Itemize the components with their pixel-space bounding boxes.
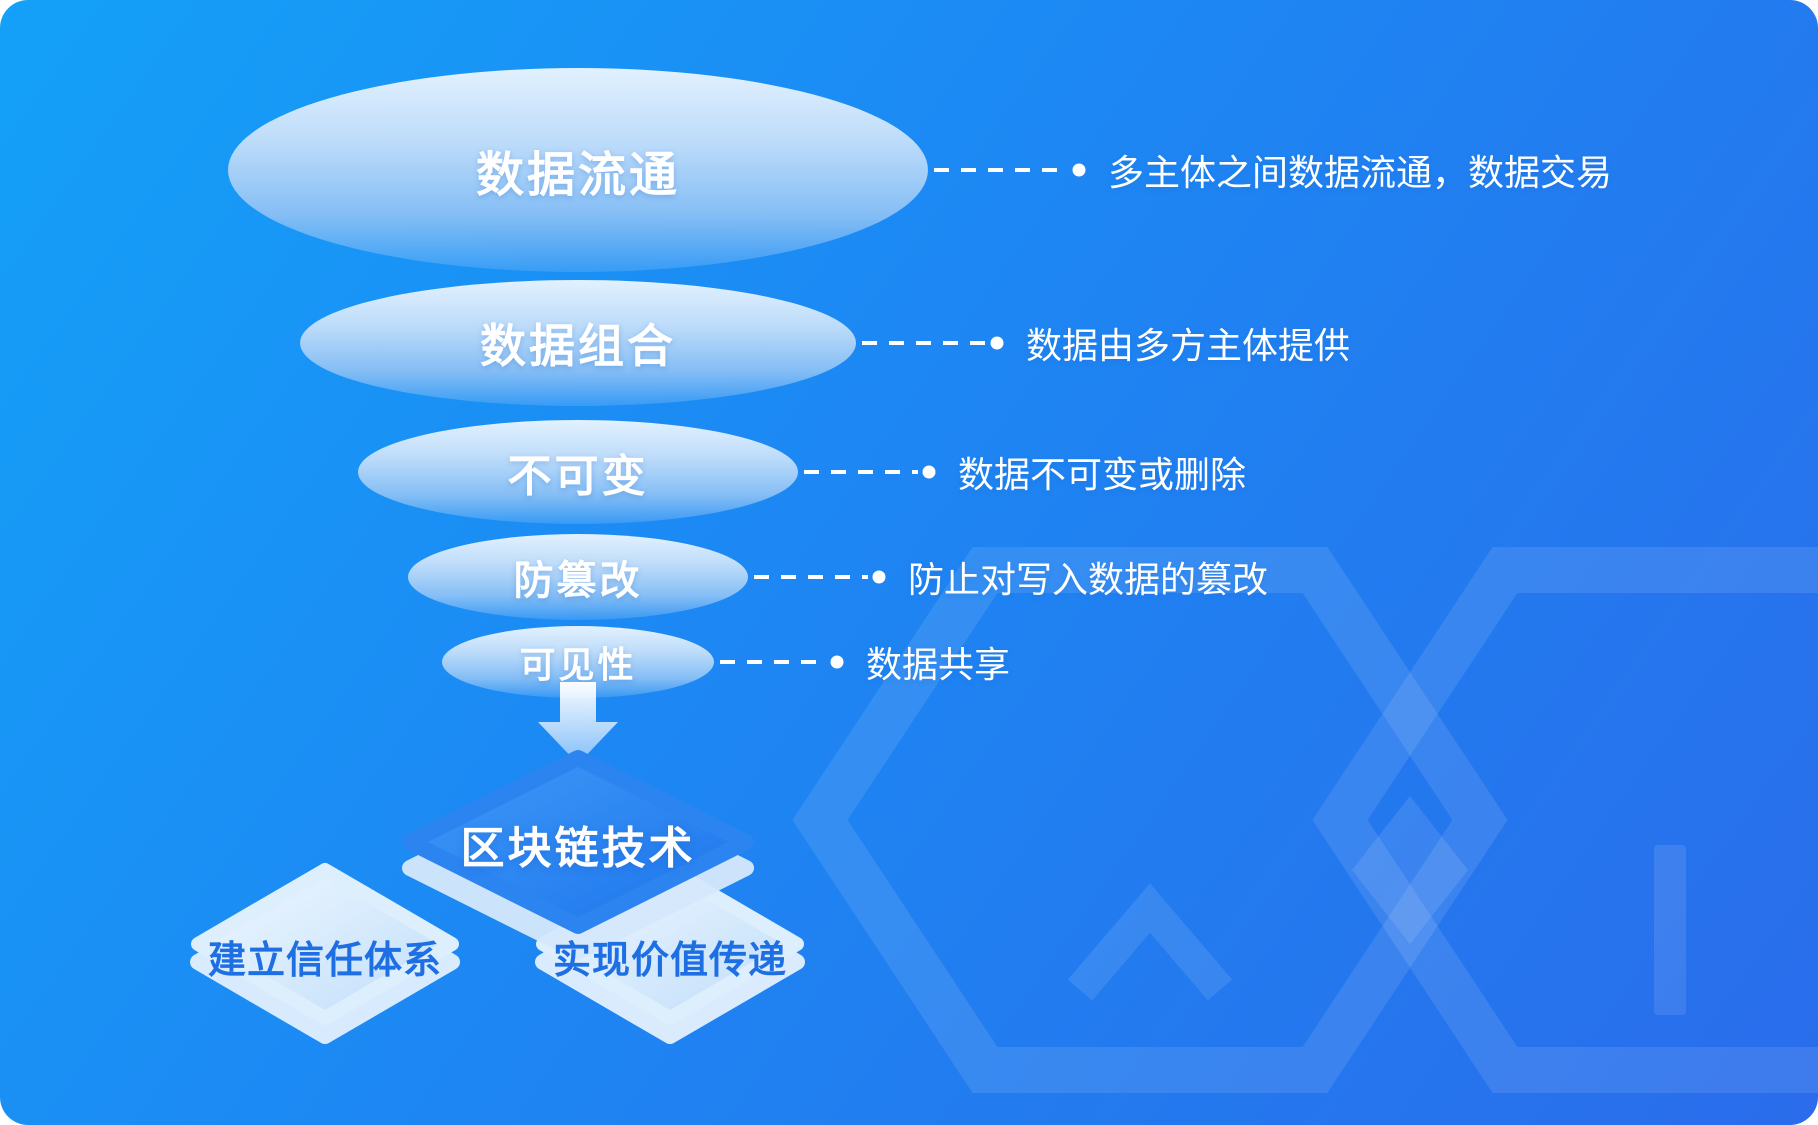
down-arrow-icon: [538, 682, 618, 764]
dashed-connector-icon: [754, 570, 886, 584]
funnel-tier-data-circulation: 数据流通: [228, 68, 928, 272]
funnel-tier-tamper-proof: 防篡改: [408, 534, 748, 620]
annotation-row-visibility: 数据共享: [720, 635, 1010, 689]
outcome-diamond-trust: [190, 863, 460, 1044]
funnel-tier-immutable: 不可变: [358, 420, 798, 524]
annotation-row-data-circulation: 多主体之间数据流通，数据交易: [934, 143, 1612, 197]
dashed-connector-icon: [720, 655, 844, 669]
funnel-tier-label: 数据流通: [475, 149, 680, 202]
core-diamond-blockchain: [402, 750, 754, 960]
outcome-label-trust: 建立信任体系: [207, 940, 442, 982]
bar-glyph-decor: [1654, 845, 1686, 1015]
funnel-tier-label: 可见性: [519, 644, 637, 685]
annotation-text: 数据由多方主体提供: [1026, 325, 1351, 366]
funnel-tier-label: 数据组合: [480, 320, 676, 372]
annotation-text: 防止对写入数据的篡改: [908, 559, 1269, 600]
outcome-label-value: 实现价值传递: [552, 940, 787, 982]
annotation-row-immutable: 数据不可变或删除: [804, 445, 1246, 499]
annotation-text: 数据不可变或删除: [958, 454, 1247, 495]
annotation-row-data-combination: 数据由多方主体提供: [862, 316, 1350, 370]
dashed-connector-icon: [862, 336, 1004, 350]
core-diamond-label: 区块链技术: [460, 824, 696, 873]
funnel-tier-label: 不可变: [507, 452, 649, 501]
hexagon-outline-right: [1312, 547, 1818, 1093]
annotation-text: 多主体之间数据流通，数据交易: [1108, 152, 1613, 193]
annotation-row-tamper-proof: 防止对写入数据的篡改: [754, 550, 1268, 604]
diamond-glyph-decor: [1352, 796, 1468, 944]
funnel-tier-data-combination: 数据组合: [300, 280, 856, 406]
dashed-connector-icon: [804, 465, 936, 479]
caret-glyph-decor: [1067, 883, 1233, 1001]
funnel-tier-label: 防篡改: [513, 559, 643, 603]
dashed-connector-icon: [934, 163, 1086, 177]
annotation-text: 数据共享: [866, 644, 1011, 685]
